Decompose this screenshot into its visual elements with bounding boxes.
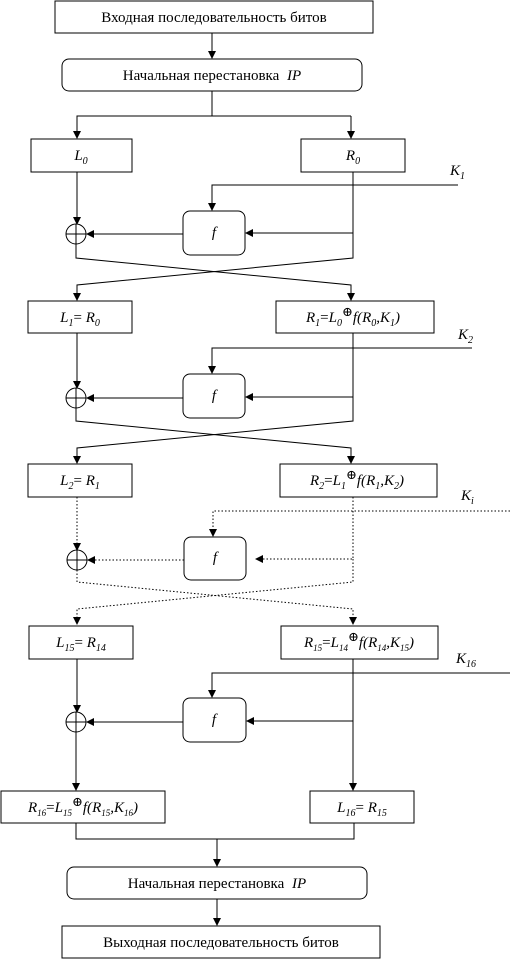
svg-text:f: f xyxy=(213,550,219,566)
input-label: Входная последовательность битов xyxy=(101,10,326,26)
f-box-2: f xyxy=(182,373,246,419)
input-box: Входная последовательность битов xyxy=(54,0,374,34)
svg-text:f: f xyxy=(212,712,218,728)
f-box-1: f xyxy=(182,210,246,256)
r0-box: R0 xyxy=(300,138,406,173)
final-permutation-box: Начальная перестановка IP xyxy=(66,866,368,900)
key-ki: Ki xyxy=(460,488,474,507)
r1-box: R1=L0⊕f(R0,K1) xyxy=(275,300,435,334)
svg-text:L0: L0 xyxy=(73,148,87,167)
r2-box: R2=L1⊕f(R1,K2) xyxy=(279,463,438,498)
final-ip-label: Начальная перестановка xyxy=(128,876,285,892)
svg-text:L2= R1: L2= R1 xyxy=(59,473,100,492)
final-ip-symbol: IP xyxy=(291,876,306,892)
ip-label: Начальная перестановка xyxy=(123,68,280,84)
svg-text:f: f xyxy=(212,225,218,241)
initial-permutation-box: Начальная перестановка IP xyxy=(61,58,363,92)
svg-text:R16=L15⊕f(R15,K16): R16=L15⊕f(R15,K16) xyxy=(27,794,138,818)
svg-text:R2=L1⊕f(R1,K2): R2=L1⊕f(R1,K2) xyxy=(309,467,404,492)
svg-text:R15=L14⊕f(R14,K15): R15=L14⊕f(R14,K15) xyxy=(303,629,414,653)
svg-text:L16= R15: L16= R15 xyxy=(336,800,387,819)
svg-text:R1=L0⊕f(R0,K1): R1=L0⊕f(R0,K1) xyxy=(305,304,400,329)
key-k16: K16 xyxy=(455,651,476,670)
l2-box: L2= R1 xyxy=(27,463,133,498)
xor-1 xyxy=(65,223,87,245)
svg-text:Начальная перестановка I: Начальная перестановка IP xyxy=(123,68,301,84)
l0-box: L0 xyxy=(30,138,133,173)
svg-text:L15= R14: L15= R14 xyxy=(55,635,106,654)
xor-i xyxy=(66,549,88,571)
output-box: Выходная последовательность битов xyxy=(61,925,381,959)
svg-text:Начальная перестановка I: Начальная перестановка IP xyxy=(128,876,306,892)
f-box-16: f xyxy=(182,697,247,743)
r16-box: R16=L15⊕f(R15,K16) xyxy=(0,790,166,824)
l16-box: L16= R15 xyxy=(309,790,415,824)
output-label: Выходная последовательность битов xyxy=(103,935,339,951)
svg-text:L1= R0: L1= R0 xyxy=(59,310,100,329)
svg-text:f: f xyxy=(212,388,218,404)
key-k1: K1 xyxy=(449,163,465,182)
l1-box: L1= R0 xyxy=(27,300,133,334)
f-box-i: f xyxy=(183,536,247,581)
svg-text:R0: R0 xyxy=(345,148,360,167)
ip-symbol: IP xyxy=(286,68,301,84)
key-k2: K2 xyxy=(457,327,473,346)
l15-box: L15= R14 xyxy=(28,625,134,660)
xor-2 xyxy=(65,387,87,409)
r15-box: R15=L14⊕f(R14,K15) xyxy=(280,625,439,660)
xor-16 xyxy=(65,711,87,733)
